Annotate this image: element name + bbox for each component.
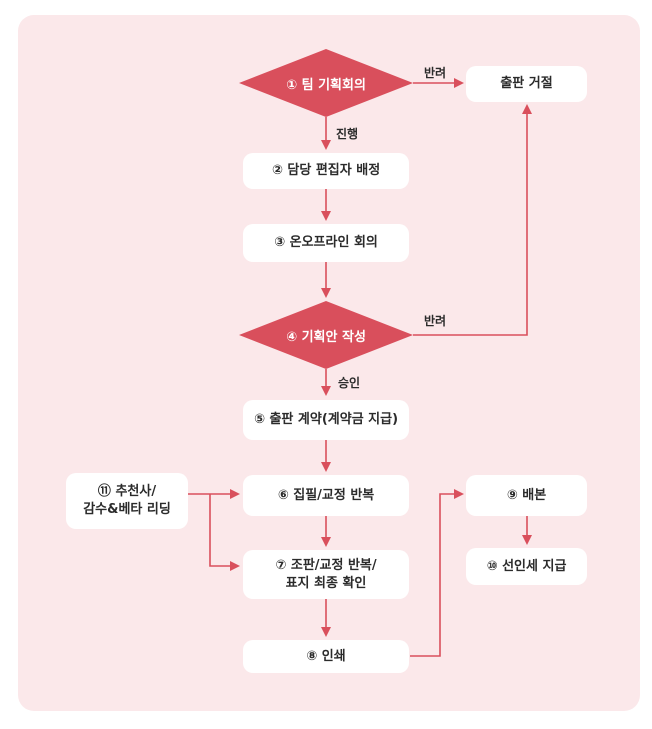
node-typeset: ⑦ 조판/교정 반복/ 표지 최종 확인 <box>243 550 409 599</box>
decision-diamond-team-meeting <box>239 49 413 117</box>
edge-label-proceed: 진행 <box>336 127 359 141</box>
edge-recommend-to-typeset <box>209 494 240 571</box>
node-edit-proof: ⑥ 집필/교정 반복 <box>243 475 409 516</box>
edge-print-to-distribution <box>410 489 464 657</box>
node-recommend-label: ⑪ 추천사/ 감수&베타 리딩 <box>83 484 171 517</box>
node-royalty-label: ⑩ 선인세 지급 <box>486 558 567 574</box>
node-team-meeting: ① 팀 기획회의 <box>286 77 366 93</box>
decision-diamond-proposal <box>239 301 413 369</box>
node-recommend: ⑪ 추천사/ 감수&베타 리딩 <box>66 473 188 529</box>
node-proposal: ④ 기획안 작성 <box>286 329 366 345</box>
node-online-meeting: ③ 온오프라인 회의 <box>243 224 409 262</box>
node-reject-label: 출판 거절 <box>500 76 553 92</box>
node-online-meeting-label: ③ 온오프라인 회의 <box>274 235 378 251</box>
node-distribution: ⑨ 배본 <box>466 475 587 516</box>
node-assign-editor: ② 담당 편집자 배정 <box>243 153 409 189</box>
node-royalty: ⑩ 선인세 지급 <box>466 548 587 585</box>
edge-label-reject-2: 반려 <box>424 314 447 328</box>
node-contract-label: ⑤ 출판 계약(계약금 지급) <box>253 412 399 428</box>
node-contract: ⑤ 출판 계약(계약금 지급) <box>243 400 409 440</box>
node-print-label: ⑧ 인쇄 <box>306 648 346 664</box>
edge-proposal-to-reject <box>413 104 532 336</box>
node-print: ⑧ 인쇄 <box>243 640 409 673</box>
node-reject: 출판 거절 <box>466 66 587 102</box>
node-edit-proof-label: ⑥ 집필/교정 반복 <box>277 487 375 503</box>
node-assign-editor-label: ② 담당 편집자 배정 <box>271 163 381 179</box>
node-distribution-label: ⑨ 배본 <box>506 487 547 503</box>
edge-label-reject-1: 반려 <box>424 66 447 80</box>
node-typeset-label: ⑦ 조판/교정 반복/ 표지 최종 확인 <box>275 557 377 591</box>
edge-label-approve: 승인 <box>338 376 361 390</box>
